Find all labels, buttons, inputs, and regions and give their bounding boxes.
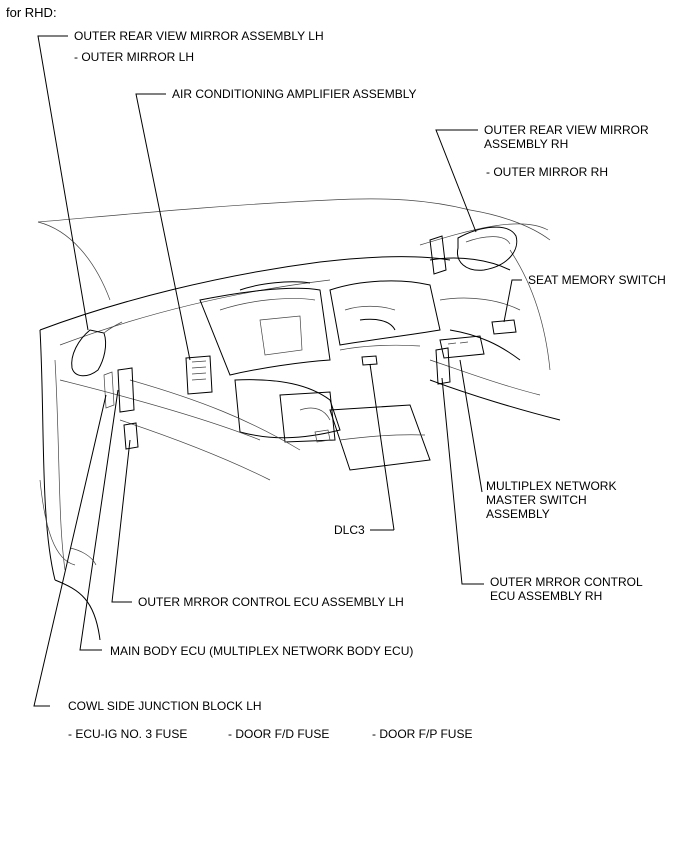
interior-illustration (37, 198, 561, 641)
label-multiplex-1: MULTIPLEX NETWORK (486, 479, 617, 493)
label-dlc3: DLC3 (334, 523, 365, 537)
leader-lines (33, 35, 522, 707)
label-mirror-ecu-lh: OUTER MRROR CONTROL ECU ASSEMBLY LH (138, 595, 404, 609)
label-seat-memory-switch: SEAT MEMORY SWITCH (528, 273, 666, 287)
label-outer-mirror-lh: OUTER REAR VIEW MIRROR ASSEMBLY LH (74, 29, 324, 43)
label-ac-amplifier: AIR CONDITIONING AMPLIFIER ASSEMBLY (172, 87, 417, 101)
label-outer-mirror-rh-2: ASSEMBLY RH (484, 137, 569, 151)
label-multiplex-2: MASTER SWITCH (486, 493, 587, 507)
label-fuse-ecu-ig: - ECU-IG NO. 3 FUSE (68, 727, 188, 741)
page-heading: for RHD: (6, 5, 57, 20)
label-outer-mirror-lh-sub: - OUTER MIRROR LH (74, 50, 194, 64)
label-outer-mirror-rh-1: OUTER REAR VIEW MIRROR (484, 123, 649, 137)
label-multiplex-3: ASSEMBLY (486, 507, 550, 521)
label-main-body-ecu: MAIN BODY ECU (MULTIPLEX NETWORK BODY EC… (110, 644, 414, 658)
label-fuse-door-fd: - DOOR F/D FUSE (228, 727, 330, 741)
label-mirror-ecu-rh-2: ECU ASSEMBLY RH (490, 589, 603, 603)
label-fuse-door-fp: - DOOR F/P FUSE (372, 727, 473, 741)
label-outer-mirror-rh-sub: - OUTER MIRROR RH (486, 165, 608, 179)
label-cowl-side-jb: COWL SIDE JUNCTION BLOCK LH (68, 699, 262, 713)
label-mirror-ecu-rh-1: OUTER MRROR CONTROL (490, 575, 643, 589)
